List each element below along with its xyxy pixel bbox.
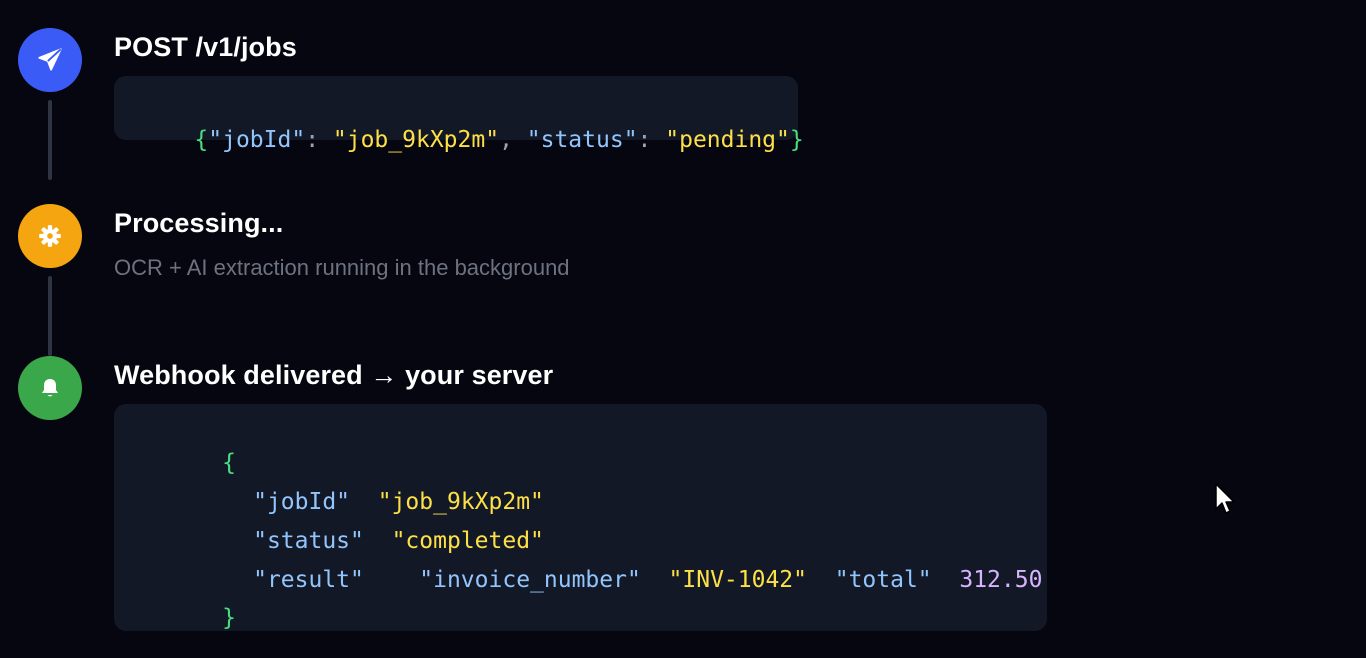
payload-line: "status" "completed" [170,502,544,580]
step-3-title: Webhook delivered → your server [114,360,554,390]
json-key: "jobId" [253,489,351,515]
step-3-payload-block: { "jobId" "job_9kXp2m" "status" "complet… [114,404,1047,631]
json-colon: : [305,127,333,153]
step-2-subtitle: OCR + AI extraction running in the backg… [114,255,570,280]
gear-icon [37,223,63,249]
json-brace: { [194,127,209,153]
json-brace: { [222,450,236,476]
json-string: "completed" [391,528,544,554]
json-brace: } [789,127,804,153]
json-number: 312.50 [959,567,1043,593]
bell-icon [38,376,62,400]
mouse-cursor-icon [1214,482,1238,523]
step-3-icon-circle [18,356,82,420]
json-key: "status" [253,528,364,554]
json-colon: : [637,127,666,153]
json-brace: } [222,605,236,631]
step-1-title: POST /v1/jobs [114,32,297,62]
json-string: "job_9kXp2m" [377,489,544,515]
payload-line: } [139,579,236,657]
payload-line: "result" "invoice_number" "INV-1042" "to… [170,541,1042,619]
json-key: "total" [834,567,932,593]
json-string: "INV-1042" [668,567,808,593]
step-2-icon-circle [18,204,82,268]
json-key: "result" [253,567,364,593]
timeline-connector [48,276,52,356]
payload-line: { [139,424,236,502]
step-2-title: Processing... [114,208,284,238]
json-string: "job_9kXp2m" [332,127,500,153]
send-icon [37,47,63,73]
json-key: "invoice_number" [419,567,641,593]
json-comma: , [499,127,527,153]
json-key: "jobId" [208,127,306,153]
payload-line: "jobId" "job_9kXp2m" [170,463,544,541]
json-string: "pending" [665,127,790,153]
json-key: "status" [526,127,638,153]
timeline-connector [48,100,52,180]
step-1-icon-circle [18,28,82,92]
step-1-response-block: {"jobId": "job_9kXp2m", "status": "pendi… [114,76,804,153]
